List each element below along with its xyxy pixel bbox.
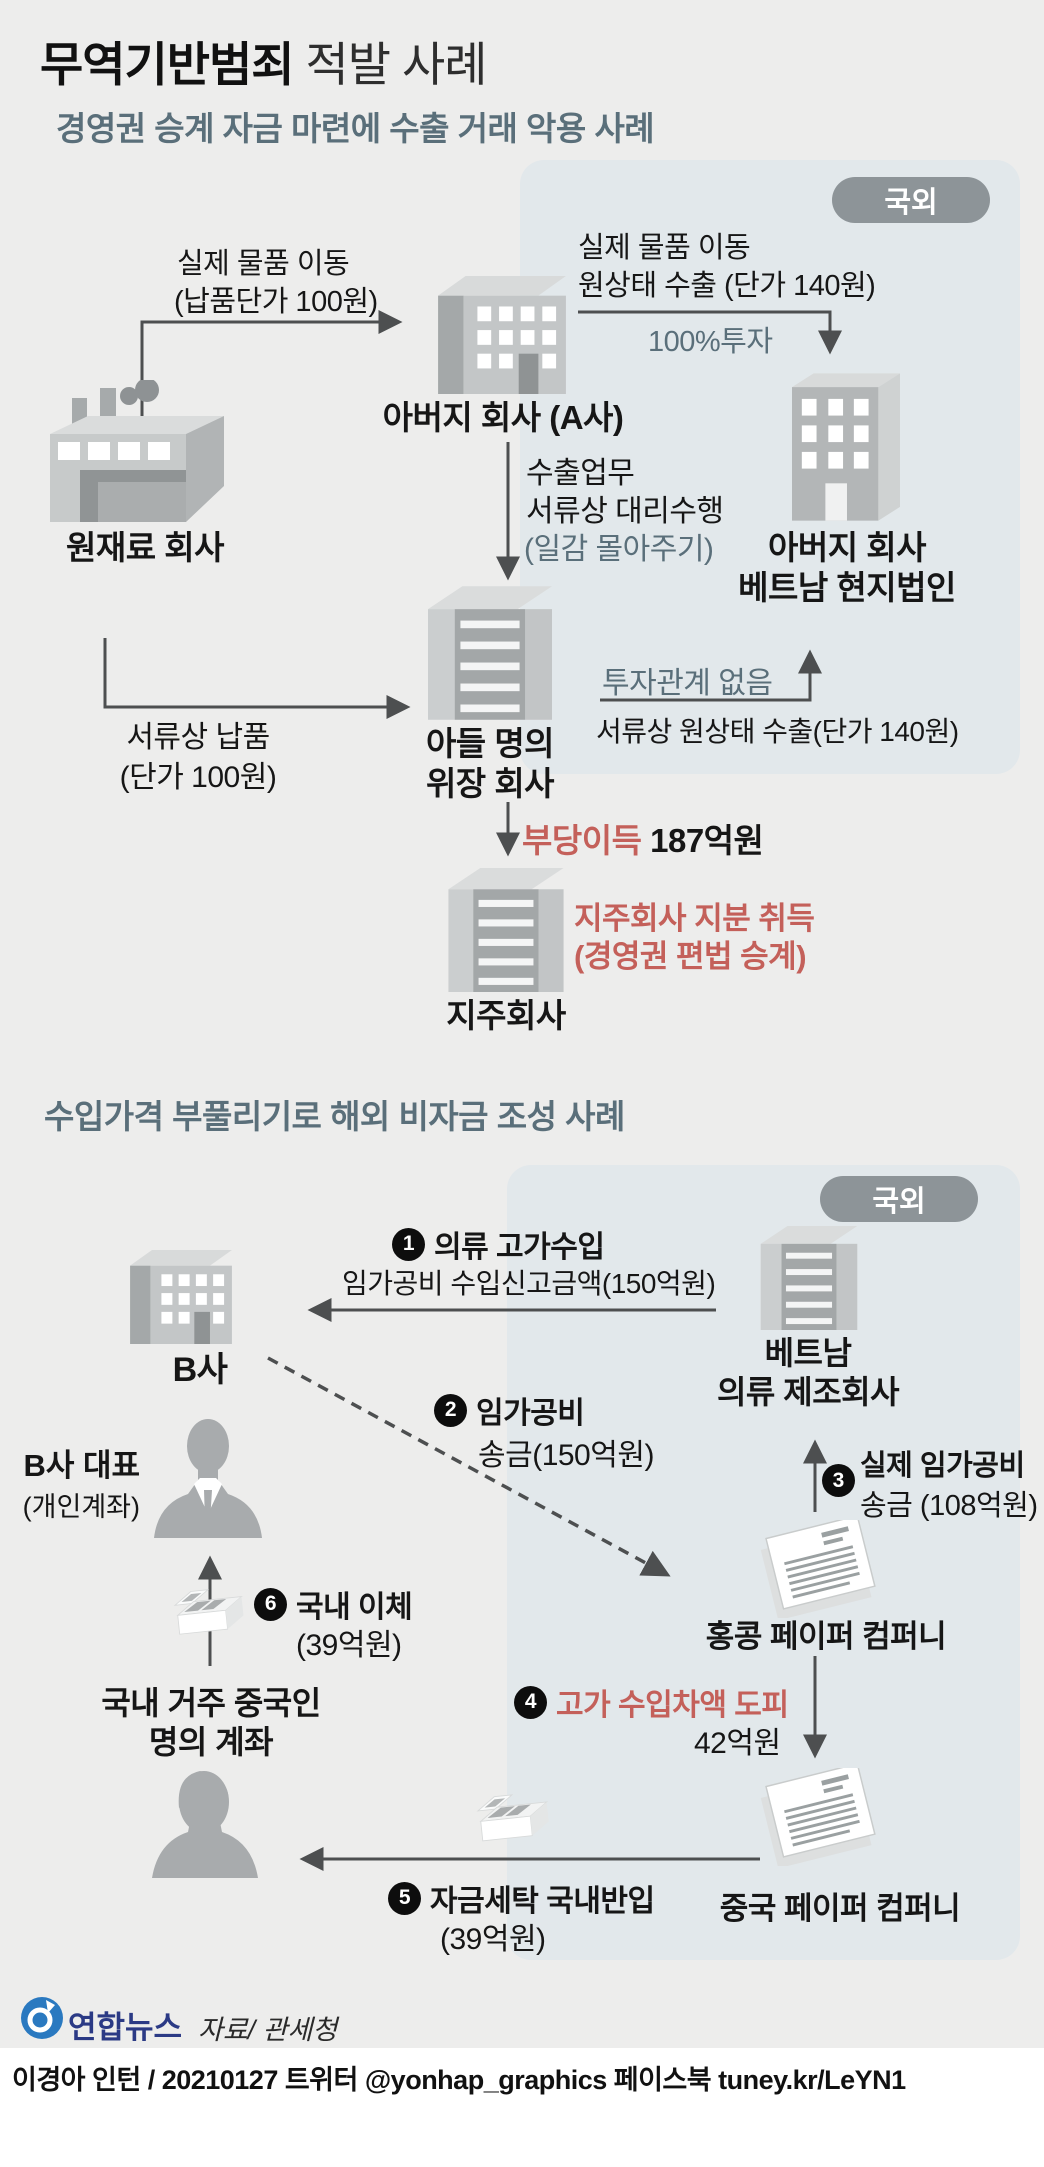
step5-number-badge: 5 bbox=[388, 1881, 421, 1915]
step2-label: 임가공비 bbox=[476, 1397, 585, 1430]
step2-row: 2 임가공비 bbox=[434, 1388, 585, 1432]
step6-sub-label: (39억원) bbox=[296, 1629, 402, 1662]
ceo-label: B사 대표 (개인계좌) bbox=[14, 1440, 140, 1524]
flow-agency-line3: (일감 몰아주기) bbox=[524, 533, 714, 566]
illegal-gain-amount: 187억원 bbox=[641, 822, 764, 859]
chinese-account-label-line1: 국내 거주 중국인 bbox=[101, 1685, 321, 1721]
cn-paper-company-label: 중국 페이퍼 컴퍼니 bbox=[719, 1891, 961, 1926]
yonhap-logo-icon bbox=[20, 1996, 64, 2040]
step5-sub-label: (39억원) bbox=[440, 1923, 546, 1956]
vietnam-clothing-building-icon bbox=[740, 1226, 878, 1330]
money-stack-icon-step5 bbox=[465, 1788, 557, 1852]
ceo-label-line1: B사 대표 bbox=[23, 1448, 140, 1483]
arrow-export-overseas bbox=[578, 310, 842, 355]
son-shell-company-label-line1: 아들 명의 bbox=[425, 725, 555, 762]
ceo-label-line2: (개인계좌) bbox=[22, 1492, 140, 1522]
money-stack-icon-step6 bbox=[164, 1580, 250, 1648]
flow-agency-line2: 서류상 대리수행 bbox=[526, 495, 724, 528]
step5-row: 5 자금세탁 국내반입 bbox=[388, 1876, 655, 1920]
flow-paper-export-label: 서류상 원상태 수출(단가 140원) bbox=[596, 716, 959, 747]
illegal-gain-label: 부당이득 187억원 bbox=[522, 814, 764, 862]
footer-credit: 이경아 인턴 / 20210127 트위터 @yonhap_graphics 페… bbox=[12, 2065, 906, 2095]
vietnam-subsidiary-label-line2: 베트남 현지법인 bbox=[738, 569, 956, 607]
step2-sub-label: 송금(150억원) bbox=[478, 1439, 654, 1472]
flow-real-goods-line2: (납품단가 100원) bbox=[174, 286, 378, 318]
step6-row: 6 국내 이체 bbox=[254, 1582, 413, 1626]
page-title: 무역기반범죄 적발 사례 bbox=[40, 26, 488, 95]
overseas-zone-1 bbox=[520, 160, 1020, 774]
vietnam-subsidiary-label-line1: 아버지 회사 bbox=[768, 529, 926, 566]
step4-label: 고가 수입차액 도피 bbox=[556, 1689, 789, 1722]
section1-subtitle: 경영권 승계 자금 마련에 수출 거래 악용 사례 bbox=[56, 110, 655, 147]
vietnam-clothing-label-line1: 베트남 bbox=[764, 1335, 852, 1371]
raw-material-factory-icon bbox=[50, 380, 242, 522]
chinese-person-icon bbox=[148, 1770, 276, 1878]
section2-subtitle: 수입가격 부풀리기로 해외 비자금 조성 사례 bbox=[44, 1098, 625, 1135]
step1-label: 의류 고가수입 bbox=[434, 1231, 605, 1264]
hk-paper-company-label: 홍콩 페이퍼 컴퍼니 bbox=[705, 1619, 947, 1654]
source-label: 자료/ 관세청 bbox=[198, 2015, 338, 2045]
step1-number-badge: 1 bbox=[392, 1227, 425, 1261]
step1-sub-label: 임가공비 수입신고금액(150억원) bbox=[342, 1268, 716, 1299]
flow-invest-label: 100%투자 bbox=[648, 326, 773, 358]
cn-paper-company-document-icon bbox=[738, 1768, 890, 1866]
holding-company-building-icon bbox=[448, 868, 564, 992]
step4-sub-label: 42억원 bbox=[694, 1727, 781, 1760]
flow-agency-line1: 수출업무 bbox=[526, 457, 635, 490]
page-title-bold: 무역기반범죄 bbox=[40, 38, 294, 91]
step1-row: 1 의류 고가수입 bbox=[392, 1222, 605, 1266]
chinese-account-label-line2: 명의 계좌 bbox=[148, 1724, 274, 1761]
vietnam-subsidiary-building-icon bbox=[792, 372, 900, 522]
vietnam-subsidiary-label: 아버지 회사 베트남 현지법인 bbox=[722, 528, 972, 609]
vietnam-clothing-label-line2: 의류 제조회사 bbox=[716, 1374, 900, 1411]
flow-paper-delivery-line1: 서류상 납품 bbox=[126, 721, 270, 754]
step6-label: 국내 이체 bbox=[296, 1591, 413, 1624]
company-b-label: B사 bbox=[172, 1351, 228, 1389]
hk-paper-company-document-icon bbox=[738, 1520, 890, 1618]
father-company-label: 아버지 회사 (A사) bbox=[382, 399, 624, 436]
raw-material-label: 원재료 회사 bbox=[66, 529, 224, 566]
vietnam-clothing-label: 베트남 의류 제조회사 bbox=[696, 1334, 920, 1412]
son-shell-company-label-line2: 위장 회사 bbox=[425, 765, 555, 803]
page-title-rest: 적발 사례 bbox=[293, 38, 488, 91]
holding-company-label: 지주회사 bbox=[446, 997, 566, 1034]
flow-export-line1: 실제 물품 이동 bbox=[578, 232, 751, 264]
step4-number-badge: 4 bbox=[514, 1685, 547, 1719]
stake-acquisition-line2: (경영권 편법 승계) bbox=[574, 939, 807, 975]
arrow-paper-delivery bbox=[103, 638, 411, 719]
step5-label: 자금세탁 국내반입 bbox=[430, 1885, 655, 1918]
flow-paper-delivery-line2: (단가 100원) bbox=[119, 761, 277, 794]
son-shell-company-building-icon bbox=[428, 586, 552, 720]
illegal-gain-red-text: 부당이득 bbox=[522, 822, 642, 859]
stake-acquisition-label: 지주회사 지분 취득 (경영권 편법 승계) bbox=[574, 900, 815, 976]
step4-row: 4 고가 수입차액 도피 bbox=[514, 1680, 789, 1724]
yonhap-logo-text: 연합뉴스 bbox=[68, 2010, 183, 2045]
ceo-person-icon bbox=[144, 1416, 278, 1538]
step2-number-badge: 2 bbox=[434, 1393, 467, 1427]
step6-number-badge: 6 bbox=[254, 1587, 287, 1621]
company-b-building-icon bbox=[112, 1250, 250, 1344]
step3-number-badge: 3 bbox=[822, 1464, 855, 1497]
overseas-badge-2: 국외 bbox=[820, 1176, 978, 1222]
step3-label: 실제 임가공비 bbox=[860, 1450, 1025, 1482]
father-company-building-icon bbox=[438, 276, 566, 394]
arrow-no-invest-up bbox=[600, 649, 822, 702]
chinese-account-label: 국내 거주 중국인 명의 계좌 bbox=[56, 1684, 366, 1762]
son-shell-company-label: 아들 명의 위장 회사 bbox=[398, 724, 582, 805]
stake-acquisition-line1: 지주회사 지분 취득 bbox=[574, 901, 815, 936]
step3-sub-label: 송금 (108억원) bbox=[860, 1490, 1038, 1522]
flow-export-line2: 원상태 수출 (단가 140원) bbox=[578, 270, 876, 302]
flow-real-goods-line1: 실제 물품 이동 bbox=[177, 248, 350, 280]
overseas-badge-1: 국외 bbox=[832, 177, 990, 223]
footer-strip bbox=[0, 2048, 1044, 2167]
flow-no-invest-label: 투자관계 없음 bbox=[602, 667, 773, 700]
